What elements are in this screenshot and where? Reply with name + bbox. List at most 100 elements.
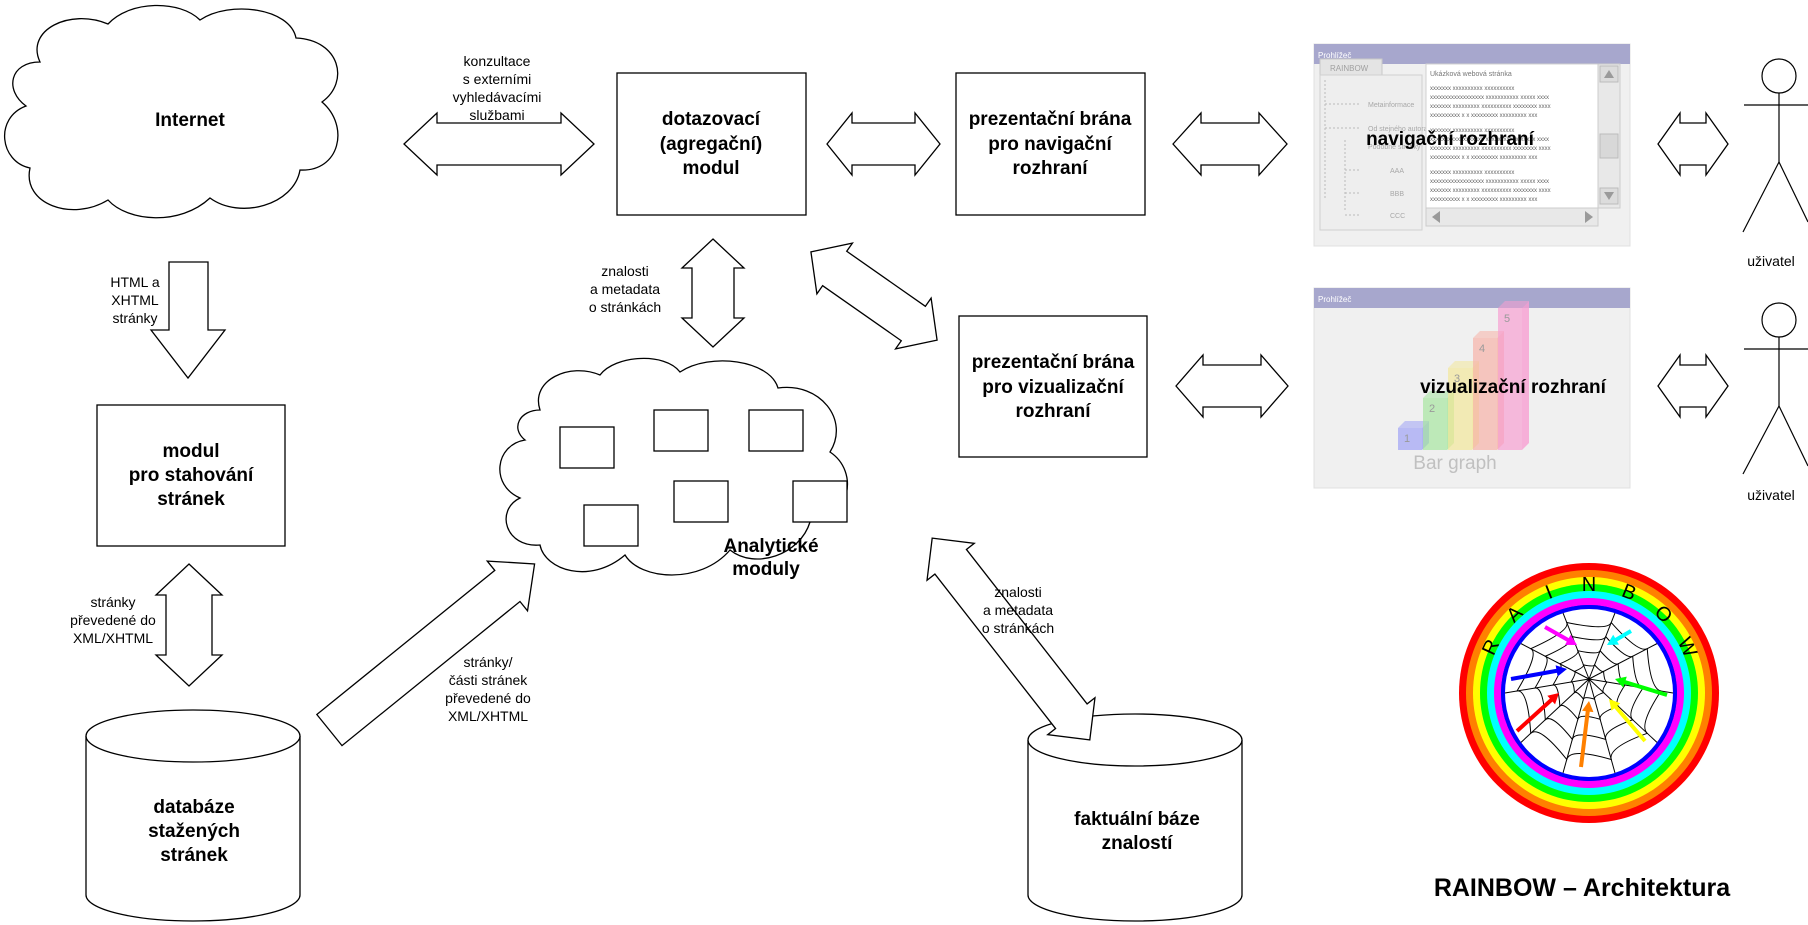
- analytic-module-1: [559, 426, 615, 469]
- internet-label: Internet: [155, 110, 225, 131]
- logo-letter: N: [1582, 574, 1596, 596]
- logo-arrow-head: [1607, 634, 1619, 645]
- nav-content-line: xxxxxxx xxxxxxxxx xxxxxxxxxx xxxxxxxx xx…: [1430, 146, 1551, 152]
- logo-arrow-shaft: [1579, 708, 1591, 768]
- download-module-line-3: stránek: [157, 489, 225, 510]
- bar-label: 1: [1404, 433, 1410, 445]
- query-module-line-2: (agregační): [660, 134, 762, 155]
- nav-gateway-box: prezentační brána pro navigační rozhraní: [955, 72, 1146, 216]
- analytic-modules-line-2: moduly: [732, 559, 800, 580]
- viz-gateway-line-2: pro vizualizační: [982, 377, 1124, 398]
- external-search-line-2: s externími: [463, 71, 531, 87]
- web-strand: [1516, 621, 1662, 761]
- label-page-parts-converted: stránky/ části stránek převedené do XML/…: [445, 654, 531, 724]
- factual-kb-line-1: faktuální báze: [1074, 809, 1200, 830]
- nav-content-line: xxxxxxx xxxxxxxxxx xxxxxxxxxx: [1430, 86, 1514, 92]
- nav-interface-mockup: Prohlížeč RAINBOW Metainformace Od stejn…: [1313, 43, 1631, 247]
- nav-tree-item-2: Od stejného autora: [1368, 126, 1428, 133]
- downloaded-db-line-3: stránek: [160, 845, 228, 866]
- viz-interface-title: vizualizační rozhraní: [1420, 377, 1607, 398]
- km-bottom-line-3: o stránkách: [982, 620, 1054, 636]
- analytic-module-4: [583, 504, 639, 547]
- logo-arrow-head: [1582, 701, 1594, 713]
- bar-top: [1423, 391, 1454, 398]
- nav-scroll-thumb: [1599, 133, 1619, 159]
- arrow-vizgw-vizui: [1175, 353, 1289, 419]
- arrow-query-vizgw: [810, 242, 938, 350]
- downloaded-db-line-2: stažených: [148, 821, 240, 842]
- bar: [1498, 308, 1522, 450]
- nav-scroll-left: [1432, 211, 1440, 223]
- viz-gateway-line-3: rozhraní: [1016, 401, 1092, 422]
- label-knowledge-metadata-top: znalosti a metadata o stránkách: [589, 263, 661, 315]
- bar-label: 4: [1479, 343, 1485, 355]
- factual-kb-cylinder: faktuální báze znalostí: [1027, 713, 1243, 922]
- arrow-internet-query: [403, 111, 595, 177]
- nav-content-line: xxxxxxxxxxxxxxxxxx xxxxxxxxxxx xxxxx xxx…: [1430, 179, 1549, 185]
- bar: [1398, 428, 1422, 450]
- download-module-line-2: pro stahování: [129, 465, 254, 486]
- bar-label: 5: [1504, 313, 1510, 325]
- user-figure-2: [1742, 302, 1808, 475]
- arrow-db-analytic: [315, 560, 536, 747]
- viz-gateway-box: prezentační brána pro vizualizační rozhr…: [958, 315, 1148, 458]
- nav-scroll-right: [1585, 211, 1593, 223]
- arrow-download-db: [154, 563, 224, 687]
- km-top-line-3: o stránkách: [589, 299, 661, 315]
- html-pages-line-3: stránky: [112, 310, 157, 326]
- nav-tree-item-4: AAA: [1390, 168, 1404, 175]
- km-bottom-line-1: znalosti: [994, 584, 1041, 600]
- logo-arrow-shaft: [1612, 703, 1647, 743]
- pages-converted-line-3: XML/XHTML: [73, 630, 153, 646]
- bar-label: 3: [1454, 373, 1460, 385]
- nav-content-line: xxxxxxxxxx x x xxxxxxxxx xxxxxxxxx xxx: [1430, 113, 1537, 119]
- arrow-navgw-navui: [1172, 111, 1288, 177]
- logo-arrow-shaft: [1510, 668, 1560, 681]
- downloaded-db-cylinder: databáze stažených stránek: [85, 709, 301, 922]
- nav-content-lines: xxxxxxx xxxxxxxxxx xxxxxxxxxx xxxxxxxxxxx…: [1430, 86, 1551, 203]
- external-search-line-4: službami: [469, 107, 524, 123]
- user-label-2: uživatel: [1747, 487, 1794, 503]
- label-external-search: konzultace s externími vyhledávacími slu…: [453, 53, 542, 123]
- analytic-module-2: [653, 409, 709, 452]
- viz-gateway-line-1: prezentační brána: [972, 352, 1135, 373]
- web-strand: [1534, 635, 1644, 741]
- logo-arrow-head: [1565, 634, 1577, 645]
- arrow-internet-download: [149, 261, 227, 380]
- page-parts-line-1: stránky/: [463, 654, 512, 670]
- download-module-line-1: modul: [163, 441, 220, 462]
- arrow-query-analytic: [680, 238, 746, 348]
- nav-content-line: xxxxxxx xxxxxxxxx xxxxxxxxxx xxxxxxxx xx…: [1430, 104, 1551, 110]
- page-parts-line-2: části stránek: [449, 672, 529, 688]
- bar-top: [1473, 331, 1504, 338]
- logo-arrow-head: [1609, 699, 1621, 711]
- analytic-modules-cloud: Analytické moduly: [499, 357, 849, 580]
- nav-content-line: xxxxxxx xxxxxxxxxx xxxxxxxxxx: [1430, 170, 1514, 176]
- label-html-pages: HTML a XHTML stránky: [110, 274, 159, 326]
- nav-tree-item-6: CCC: [1390, 213, 1405, 220]
- nav-tab: RAINBOW: [1330, 64, 1369, 73]
- nav-content-line: xxxxxxxxxxxxxxxxxx xxxxxxxxxxx xxxxx xxx…: [1430, 137, 1549, 143]
- analytic-module-3: [748, 409, 804, 452]
- user-label-1: uživatel: [1747, 253, 1794, 269]
- external-search-line-3: vyhledávacími: [453, 89, 542, 105]
- arrow-query-navgw: [826, 111, 941, 177]
- logo-arrow-head: [1547, 693, 1559, 705]
- query-module-box: dotazovací (agregační) modul: [616, 72, 807, 216]
- user-figure-1: [1742, 58, 1808, 233]
- nav-gateway-line-2: pro navigační: [988, 134, 1112, 155]
- nav-content-line: xxxxxxxxxxxxxxxxxx xxxxxxxxxxx xxxxx xxx…: [1430, 95, 1549, 101]
- pages-converted-line-2: převedené do: [70, 612, 156, 628]
- analytic-module-6: [792, 480, 848, 523]
- page-parts-line-3: převedené do: [445, 690, 531, 706]
- bar-top: [1398, 421, 1429, 428]
- download-module-box: modul pro stahování stránek: [96, 404, 286, 547]
- pages-converted-line-1: stránky: [90, 594, 135, 610]
- nav-tree-item-3: Podobné stránky: [1368, 144, 1421, 151]
- label-knowledge-metadata-bottom: znalosti a metadata o stránkách: [982, 584, 1054, 636]
- bar-top: [1448, 361, 1479, 368]
- nav-content-line: xxxxxxx xxxxxxxxxx xxxxxxxxxx: [1430, 128, 1514, 134]
